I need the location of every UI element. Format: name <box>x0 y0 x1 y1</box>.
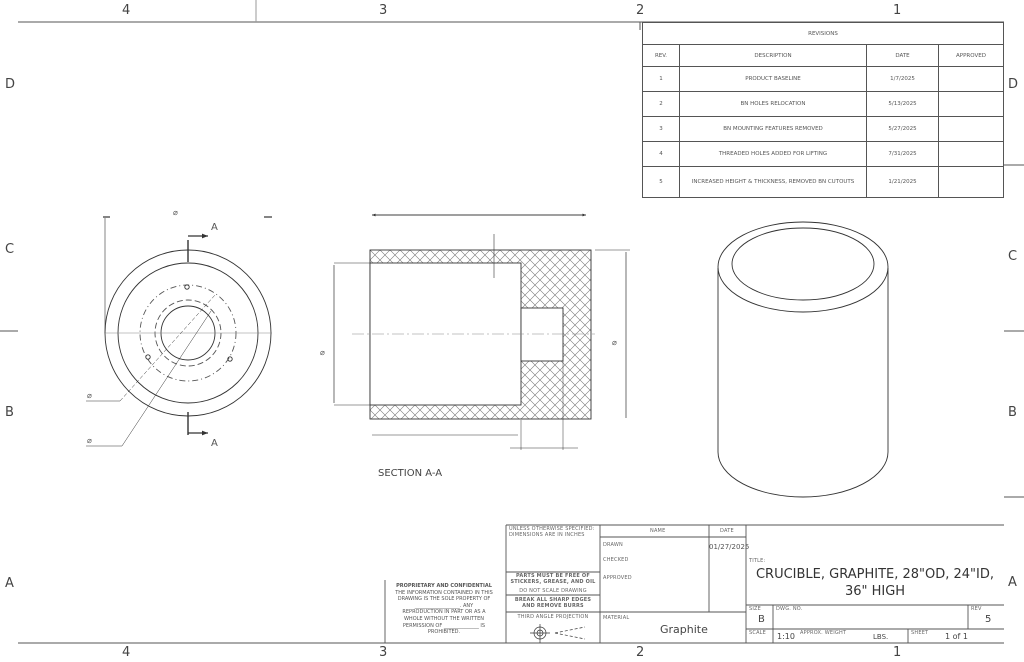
rev-cell: 2 <box>642 91 680 117</box>
revision-row: 1 PRODUCT BASELINE 1/7/2025 <box>642 66 1004 92</box>
zone-col-3-bottom: 3 <box>379 645 388 660</box>
rev-cell: 5 <box>642 166 680 198</box>
unless-specified-note: UNLESS OTHERWISE SPECIFIED: DIMENSIONS A… <box>509 526 595 538</box>
break-edges-note: BREAK ALL SHARP EDGES AND REMOVE BURRS <box>514 597 592 609</box>
dwg-no-label: DWG. NO. <box>776 606 803 612</box>
date-cell: 5/13/2025 <box>866 91 939 117</box>
revision-row: 4 THREADED HOLES ADDED FOR LIFTING 7/31/… <box>642 141 1004 167</box>
approved-cell <box>938 141 1004 167</box>
rev-cell: 3 <box>642 116 680 142</box>
zone-row-d-left: D <box>5 77 16 92</box>
date-cell: 7/31/2025 <box>866 141 939 167</box>
proprietary-line: THE INFORMATION CONTAINED IN THIS <box>395 589 493 596</box>
drawing-title-line-1: CRUCIBLE, GRAPHITE, 28"OD, 24"ID, <box>755 567 995 582</box>
zone-row-a-right: A <box>1008 575 1017 590</box>
approved-header: APPROVED <box>938 44 1004 67</box>
approved-cell <box>938 66 1004 92</box>
title-block-frame <box>384 524 1004 643</box>
material-label: MATERIAL <box>603 615 630 621</box>
section-cut-label-top: A <box>211 222 218 233</box>
date-header: DATE <box>720 528 734 534</box>
description-cell: PRODUCT BASELINE <box>679 66 867 92</box>
zone-col-2-top: 2 <box>636 3 645 18</box>
date-header: DATE <box>866 44 939 67</box>
approved-cell <box>938 166 1004 198</box>
revisions-title: REVISIONS <box>642 22 1004 45</box>
front-diameter-top: ⌀ <box>173 208 178 217</box>
rev-label: REV <box>971 606 982 612</box>
front-view <box>86 216 272 447</box>
proprietary-notice: PROPRIETARY AND CONFIDENTIAL THE INFORMA… <box>388 583 500 636</box>
title-label: TITLE: <box>749 558 766 564</box>
zone-row-b-right: B <box>1008 405 1017 420</box>
weight-label: APPROX. WEIGHT <box>800 630 847 636</box>
approved-cell <box>938 91 1004 117</box>
section-cut-label-bottom: A <box>211 438 218 449</box>
zone-col-4-bottom: 4 <box>122 645 131 660</box>
scale-value: 1:10 <box>777 632 795 641</box>
sheet-value: 1 of 1 <box>945 632 968 641</box>
proprietary-line: PROHIBITED. <box>427 629 461 636</box>
rev-cell: 4 <box>642 141 680 167</box>
revision-row: 5 INCREASED HEIGHT & THICKNESS, REMOVED … <box>642 166 1004 198</box>
revisions-table: REVISIONS REV. DESCRIPTION DATE APPROVED… <box>642 22 1004 198</box>
zone-row-d-right: D <box>1008 77 1019 92</box>
zone-col-3-top: 3 <box>379 3 388 18</box>
name-header: NAME <box>650 528 666 534</box>
section-diameter-left: ⌀ <box>320 348 325 357</box>
date-cell: 1/7/2025 <box>866 66 939 92</box>
approved-label: APPROVED <box>603 575 632 581</box>
zone-row-c-right: C <box>1008 249 1018 264</box>
drawing-title: CRUCIBLE, GRAPHITE, 28"OD, 24"ID, 36" HI… <box>746 566 1004 600</box>
projection-label: THIRD ANGLE PROJECTION <box>517 614 589 620</box>
size-value: B <box>758 614 765 625</box>
rev-cell: 1 <box>642 66 680 92</box>
third-angle-projection-symbol <box>530 624 586 643</box>
material-value: Graphite <box>660 623 708 636</box>
revision-row: 2 BN HOLES RELOCATION 5/13/2025 <box>642 91 1004 117</box>
section-diameter-right: ⌀ <box>612 338 617 347</box>
drawn-label: DRAWN <box>603 542 623 548</box>
zone-row-b-left: B <box>5 405 14 420</box>
proprietary-line: PERMISSION OF ______________ IS <box>402 622 486 629</box>
rev-value: 5 <box>985 614 992 625</box>
drawing-title-line-2: 36" HIGH <box>844 584 906 599</box>
proprietary-line: DRAWING IS THE SOLE PROPERTY OF <box>397 596 491 603</box>
rev-header: REV. <box>642 44 680 67</box>
proprietary-title: PROPRIETARY AND CONFIDENTIAL <box>396 583 492 589</box>
section-view <box>333 213 630 450</box>
sheet-label: SHEET <box>911 630 929 636</box>
section-view-label: SECTION A-A <box>378 468 443 479</box>
zone-col-2-bottom: 2 <box>636 645 645 660</box>
zone-row-a-left: A <box>5 576 14 591</box>
description-header: DESCRIPTION <box>679 44 867 67</box>
proprietary-line: __________________. ANY <box>414 602 474 609</box>
isometric-view <box>717 221 889 498</box>
parts-free-note: PARTS MUST BE FREE OF STICKERS, GREASE, … <box>510 573 596 585</box>
description-cell: BN HOLES RELOCATION <box>679 91 867 117</box>
description-cell: INCREASED HEIGHT & THICKNESS, REMOVED BN… <box>679 166 867 198</box>
zone-col-1-bottom: 1 <box>893 645 902 660</box>
description-cell: THREADED HOLES ADDED FOR LIFTING <box>679 141 867 167</box>
revision-row: 3 BN MOUNTING FEATURES REMOVED 5/27/2025 <box>642 116 1004 142</box>
proprietary-line: WHOLE WITHOUT THE WRITTEN <box>403 615 485 622</box>
zone-col-4-top: 4 <box>122 3 131 18</box>
scale-label: SCALE <box>749 630 767 636</box>
date-cell: 5/27/2025 <box>866 116 939 142</box>
front-diameter-a: ⌀ <box>87 391 92 400</box>
drawn-date: 01/27/2025 <box>709 543 750 551</box>
do-not-scale-note: DO NOT SCALE DRAWING <box>519 588 587 594</box>
front-diameter-b: ⌀ <box>87 436 92 445</box>
proprietary-line: REPRODUCTION IN PART OR AS A <box>402 609 486 616</box>
description-cell: BN MOUNTING FEATURES REMOVED <box>679 116 867 142</box>
date-cell: 1/21/2025 <box>866 166 939 198</box>
zone-col-1-top: 1 <box>893 3 902 18</box>
approved-cell <box>938 116 1004 142</box>
weight-unit: LBS. <box>873 633 889 641</box>
size-label: SIZE <box>749 606 762 612</box>
checked-label: CHECKED <box>603 557 629 563</box>
zone-row-c-left: C <box>5 242 15 257</box>
